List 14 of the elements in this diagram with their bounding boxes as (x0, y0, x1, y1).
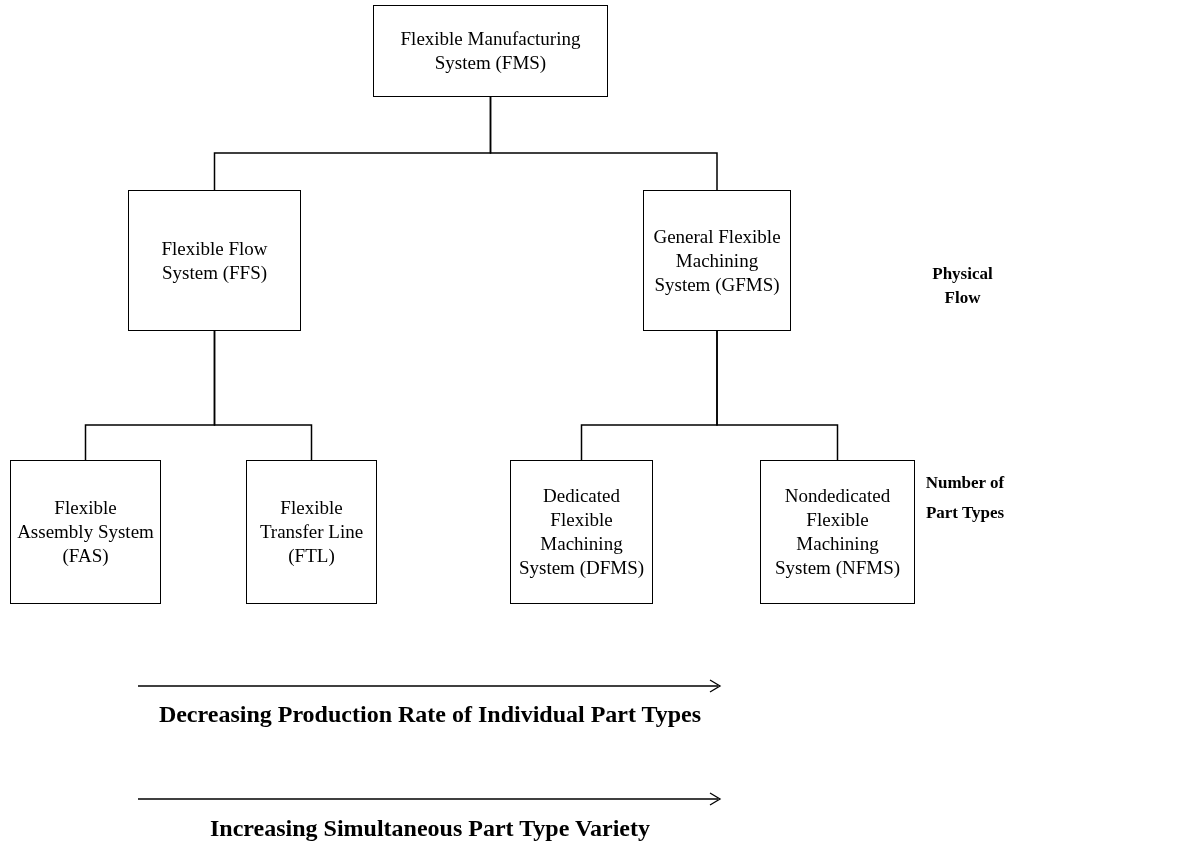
system-box: Flexible Flow System (FFS) (128, 190, 301, 331)
axis-label: Physical Flow (931, 263, 994, 309)
system-box: Flexible Manufacturing System (FMS) (373, 5, 608, 97)
connector-line (716, 330, 839, 461)
system-box: Dedicated Flexible Machining System (DFMS) (510, 460, 653, 604)
system-box: Flexible Transfer Line (FTL) (246, 460, 377, 604)
connector-line (489, 96, 718, 191)
system-box: Nondedicated Flexible Machining System (NFMS) (760, 460, 915, 604)
axis-label: Number of Part Types (925, 472, 1005, 524)
trend-label: Decreasing Production Rate of Individual Part Types (157, 700, 703, 728)
trend-label: Increasing Simultaneous Part Type Variety (209, 814, 651, 842)
connector-line (213, 330, 313, 461)
system-box: General Flexible Machining System (GFMS) (643, 190, 791, 331)
system-box: Flexible Assembly System (FAS) (10, 460, 161, 604)
